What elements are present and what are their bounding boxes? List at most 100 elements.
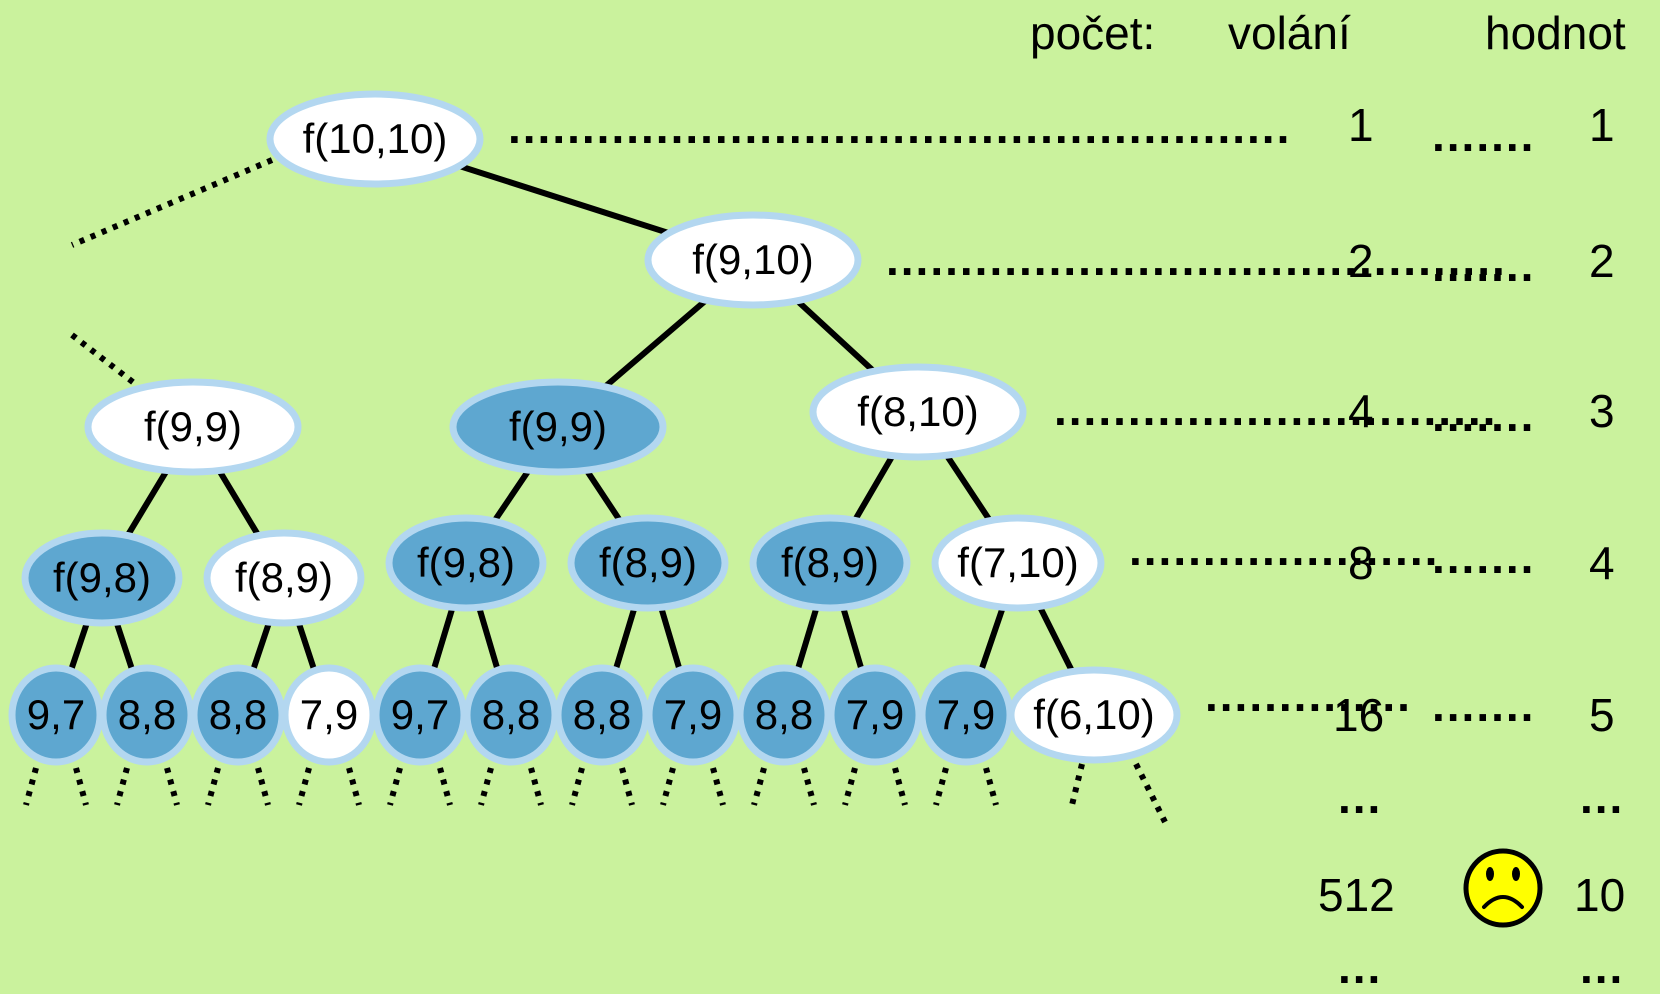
node-shape [449, 378, 667, 476]
calls-level-5: 16 [1333, 689, 1385, 741]
node-shape [809, 363, 1027, 461]
tree-node-repeated: 8,8 [190, 664, 286, 766]
leader-level-2: ........................................… [886, 233, 1507, 285]
values-ellipsis-2: ... [1580, 941, 1625, 993]
node-shape [931, 514, 1105, 612]
tree-node: f(6,10) [1007, 666, 1181, 764]
node-label: 7,9 [300, 691, 358, 738]
elided-edge [387, 767, 403, 806]
elided-edge [1069, 763, 1085, 806]
tree-node: f(9,10) [644, 211, 862, 309]
node-label: 7,9 [937, 691, 995, 738]
elided-edge [255, 767, 271, 806]
node-label: f(9,9) [144, 403, 242, 450]
node-label: 7,9 [664, 691, 722, 738]
node-label: f(8,10) [857, 388, 978, 435]
values-level-1: 1 [1589, 99, 1615, 151]
elided-edge [892, 767, 908, 806]
tree-node-repeated: 8,8 [99, 664, 195, 766]
tree-node: f(8,9) [203, 529, 365, 627]
elided-edge [933, 767, 949, 806]
node-shape [1007, 666, 1181, 764]
node-label: f(9,10) [692, 236, 813, 283]
separator-level-2: ....... [1432, 239, 1536, 291]
node-label: 9,7 [391, 691, 449, 738]
elided-edge [660, 767, 676, 806]
header-count-label: počet: [1030, 7, 1156, 59]
calls-level-2: 2 [1348, 235, 1374, 287]
node-shape [749, 514, 911, 612]
tree-node: f(9,9) [84, 378, 302, 476]
elided-edge [70, 332, 140, 389]
tree-node: f(10,10) [266, 90, 484, 188]
node-label: 7,9 [846, 691, 904, 738]
node-label: f(10,10) [303, 115, 448, 162]
node-label: 9,7 [27, 691, 85, 738]
elided-edge [528, 767, 544, 806]
values-level-4: 4 [1589, 537, 1615, 589]
elided-edge [205, 767, 221, 806]
node-shape [84, 378, 302, 476]
tree-node: f(8,10) [809, 363, 1027, 461]
tree-dotted-edges [23, 157, 1168, 824]
node-label: f(8,9) [599, 539, 697, 586]
node-shape [21, 529, 183, 627]
calls-ellipsis-1: ... [1338, 771, 1383, 823]
node-shape [644, 211, 862, 309]
elided-edge [164, 767, 180, 806]
elided-edge [296, 767, 312, 806]
values-level-10: 10 [1574, 869, 1626, 921]
elided-edge [983, 767, 999, 806]
elided-edge [710, 767, 726, 806]
calls-level-1: 1 [1348, 99, 1374, 151]
tree-node-repeated: 8,8 [736, 664, 832, 766]
node-label: 8,8 [482, 691, 540, 738]
values-level-5: 5 [1589, 689, 1615, 741]
values-level-2: 2 [1589, 235, 1615, 287]
node-label: 8,8 [118, 691, 176, 738]
node-label: 8,8 [209, 691, 267, 738]
separator-level-4: ....... [1432, 531, 1536, 583]
tree-node-repeated: 8,8 [463, 664, 559, 766]
elided-edge [346, 767, 362, 806]
elided-edge [619, 767, 635, 806]
node-shape [567, 514, 729, 612]
tree-node-repeated: 7,9 [918, 664, 1014, 766]
elided-edge [751, 767, 767, 806]
header-values-label: hodnot [1485, 7, 1626, 59]
node-label: f(8,9) [235, 554, 333, 601]
tree-nodes: f(10,10) f(9,10) f(9,9) f(9,9) f(8,10) f(9,8)… [8, 90, 1181, 766]
node-label: 8,8 [755, 691, 813, 738]
tree-node-repeated: 9,7 [372, 664, 468, 766]
elided-edge [114, 767, 130, 806]
leader-level-5: .............. [1205, 669, 1412, 721]
elided-edge [569, 767, 585, 806]
calls-level-4: 8 [1348, 537, 1374, 589]
tree-node-repeated: f(9,8) [385, 514, 547, 612]
tree-node: 7,9 [281, 664, 377, 766]
node-label: f(8,9) [781, 539, 879, 586]
elided-edge [842, 767, 858, 806]
node-label: f(6,10) [1033, 691, 1154, 738]
tree-node-repeated: f(8,9) [567, 514, 729, 612]
node-label: f(7,10) [957, 539, 1078, 586]
calls-level-10: 512 [1318, 869, 1395, 921]
leader-level-1: ........................................… [508, 101, 1292, 153]
tree-node-repeated: f(9,9) [449, 378, 667, 476]
calls-level-3: 4 [1348, 385, 1374, 437]
elided-edge [478, 767, 494, 806]
elided-edge [801, 767, 817, 806]
values-level-3: 3 [1589, 385, 1615, 437]
sad-face-icon [1463, 848, 1543, 928]
elided-edge [23, 767, 39, 806]
values-ellipsis-1: ... [1580, 771, 1625, 823]
leader-level-4: ..................... [1129, 523, 1440, 575]
node-shape [266, 90, 484, 188]
tree-node-repeated: 8,8 [554, 664, 650, 766]
separator-level-3: ....... [1432, 389, 1536, 441]
tree-node-repeated: 7,9 [827, 664, 923, 766]
tree-node-repeated: f(8,9) [749, 514, 911, 612]
elided-edge [1133, 762, 1168, 824]
